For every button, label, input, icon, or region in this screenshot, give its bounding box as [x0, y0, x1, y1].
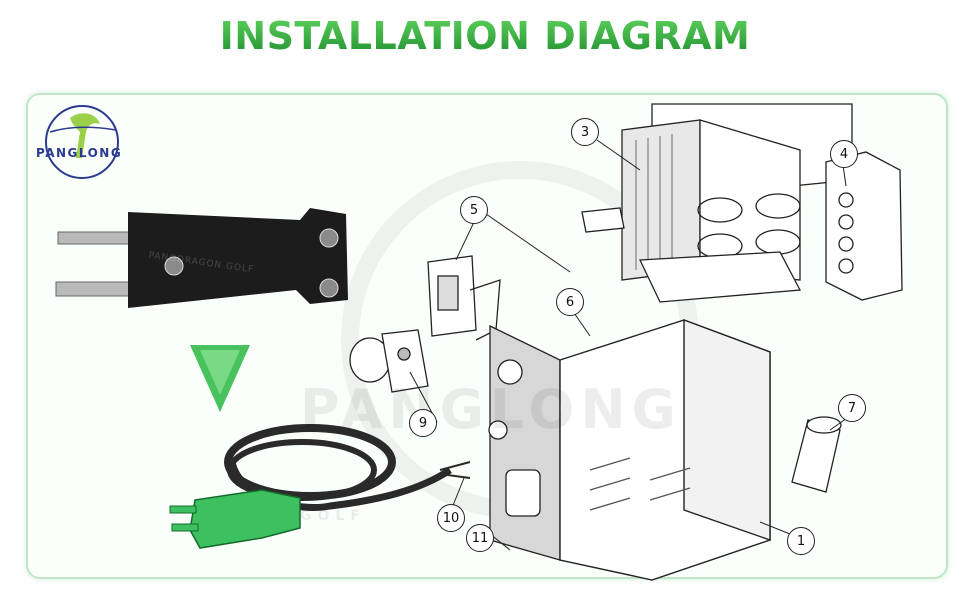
- golfer-icon: [70, 113, 100, 158]
- charger-chassis: [559, 318, 771, 581]
- brand-logo: [45, 105, 119, 179]
- ac-power-cord: [224, 424, 471, 511]
- brand-logo-text: PANGLONG: [36, 146, 123, 160]
- screw-icon: [164, 256, 184, 276]
- callout-7: 7: [838, 394, 866, 422]
- callout-1: 1: [787, 527, 815, 555]
- screw-icon: [319, 278, 339, 298]
- callout-10: 10: [437, 504, 465, 532]
- terminal-block: [825, 151, 903, 301]
- down-arrow-icon: [190, 345, 250, 412]
- dc-plug: [55, 208, 348, 308]
- watermark-golf-text: GOLF: [300, 508, 366, 524]
- callout-3: 3: [571, 118, 599, 146]
- capacitor: [791, 416, 842, 493]
- front-panel: [488, 324, 561, 561]
- plug-prong-top: [57, 231, 139, 245]
- callout-4: 4: [830, 140, 858, 168]
- callout-5: 5: [460, 196, 488, 224]
- plug-prong-bottom: [55, 281, 139, 297]
- plug-body: [128, 208, 348, 308]
- callout-11: 11: [466, 524, 494, 552]
- fuse-holder: [349, 329, 429, 393]
- callout-9: 9: [409, 409, 437, 437]
- transformer: [581, 103, 853, 303]
- screw-icon: [319, 228, 339, 248]
- watermark-text: PANGLONG: [300, 378, 682, 441]
- ac-plug: [169, 489, 301, 549]
- callout-6: 6: [556, 288, 584, 316]
- switch-assembly: [427, 255, 501, 341]
- page-title: INSTALLATION DIAGRAM: [0, 14, 970, 58]
